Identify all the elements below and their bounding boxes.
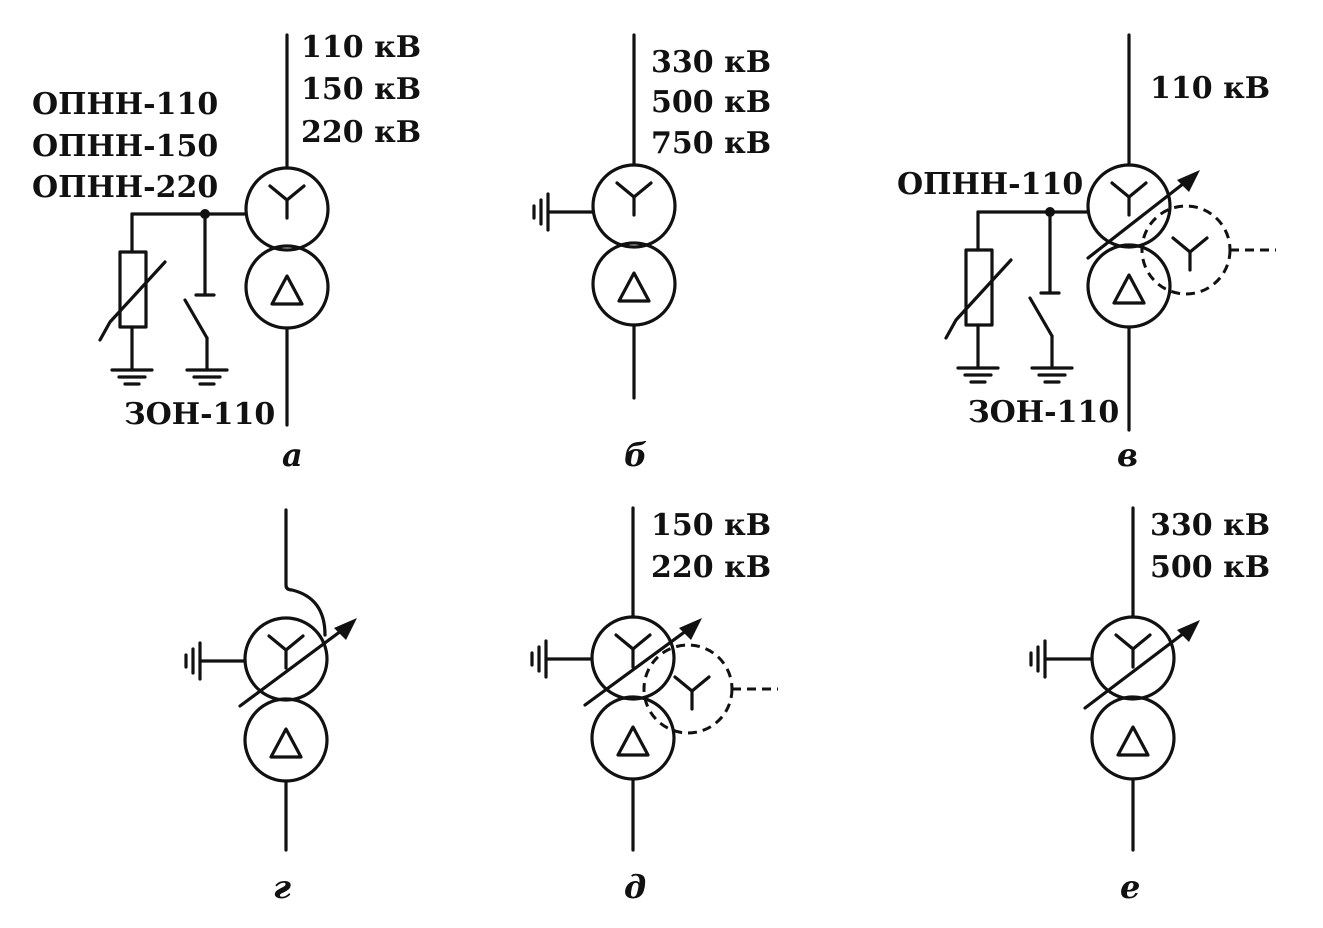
switch-label: ЗОН-110	[968, 395, 1119, 430]
hv-winding	[591, 163, 677, 249]
delta-symbol	[270, 274, 304, 306]
voltage-label: 500 кВ	[651, 85, 771, 120]
nonlinear-resistor-mark	[944, 258, 1013, 340]
arrow-head-icon	[679, 618, 702, 640]
arrow-head-icon	[1177, 620, 1200, 642]
switch-blade	[1028, 296, 1054, 338]
regulation-arrow	[583, 626, 692, 707]
delta-symbol	[1116, 725, 1150, 757]
arrester-label: ОПНН-110	[897, 167, 1083, 202]
delta-symbol	[617, 271, 651, 303]
delta-symbol	[269, 727, 303, 759]
wye-symbol	[673, 675, 711, 711]
ground-icon	[532, 192, 550, 232]
voltage-label: 220 кВ	[301, 115, 421, 150]
arrester-label: ОПНН-110	[32, 87, 218, 122]
wye-symbol	[1110, 181, 1148, 217]
voltage-label: 330 кВ	[1150, 508, 1270, 543]
voltage-label: 500 кВ	[1150, 550, 1270, 585]
regulation-arrow	[238, 626, 347, 708]
diagram-a: 110 кВ 150 кВ 220 кВ ОПНН-110 ОПНН-150 О…	[32, 30, 421, 474]
diagram-caption: в	[1117, 436, 1138, 474]
diagram-caption: а	[282, 436, 303, 474]
ground-icon	[956, 366, 1000, 384]
diagram-caption: г	[273, 868, 291, 906]
voltage-label: 150 кВ	[651, 508, 771, 543]
voltage-label: 330 кВ	[651, 45, 771, 80]
delta-symbol	[1112, 273, 1146, 305]
diagram-caption: д	[624, 868, 646, 906]
ground-icon	[184, 641, 202, 681]
diagram-b: 330 кВ 500 кВ 750 кВ б	[532, 33, 771, 474]
arrow-head-icon	[1177, 170, 1200, 192]
hv-winding	[244, 166, 330, 252]
lv-winding	[591, 241, 677, 327]
ground-icon	[1029, 639, 1047, 679]
regulation-arrow	[1086, 178, 1190, 260]
nonlinear-resistor-mark	[98, 260, 167, 342]
switch-label: ЗОН-110	[124, 397, 275, 432]
wye-symbol	[615, 181, 653, 217]
voltage-label: 750 кВ	[651, 126, 771, 161]
diagram-caption: е	[1120, 868, 1140, 906]
voltage-label: 220 кВ	[651, 550, 771, 585]
lv-winding	[1090, 695, 1176, 781]
lv-winding	[243, 697, 329, 783]
wye-symbol	[268, 184, 306, 220]
arrester-icon	[964, 248, 994, 327]
lv-winding	[244, 244, 330, 330]
regulation-arrow	[1083, 628, 1190, 710]
lv-winding	[590, 695, 676, 781]
hv-winding	[1086, 163, 1172, 249]
arrester-icon	[118, 250, 148, 329]
diagram-caption: б	[624, 436, 647, 474]
ground-icon	[110, 368, 154, 386]
ground-icon	[185, 368, 229, 386]
switch-blade	[183, 298, 209, 340]
diagram-g: г	[184, 508, 357, 906]
arrow-head-icon	[334, 618, 357, 640]
arrester-label: ОПНН-150	[32, 129, 218, 164]
lv-winding	[1086, 243, 1172, 329]
diagram-v: 110 кВ ОПНН-110 ЗОН-110 в	[897, 33, 1276, 474]
delta-symbol	[616, 725, 650, 757]
ground-icon	[1030, 366, 1074, 384]
diagram-e: 330 кВ 500 кВ е	[1029, 506, 1270, 906]
arrester-label: ОПНН-220	[32, 170, 218, 205]
voltage-label: 110 кВ	[301, 30, 421, 65]
hv-line	[284, 508, 327, 637]
voltage-label: 150 кВ	[301, 72, 421, 107]
wye-symbol	[1171, 236, 1209, 272]
voltage-label: 110 кВ	[1150, 71, 1270, 106]
ground-icon	[530, 639, 548, 679]
diagram-d: 150 кВ 220 кВ д	[530, 506, 778, 906]
